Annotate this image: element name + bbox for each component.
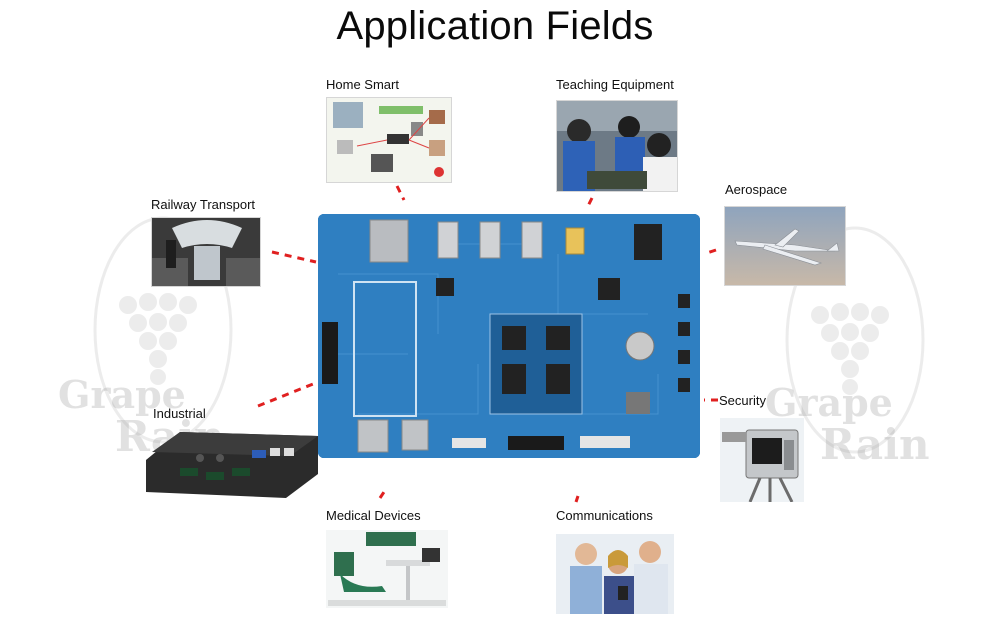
connector-teaching (586, 197, 594, 207)
photo-security (720, 418, 804, 502)
business-people-icon (556, 534, 674, 614)
smart-home-diagram-icon (327, 98, 451, 182)
watermark-text: Grape (765, 380, 893, 425)
connector-communications (574, 495, 580, 503)
photo-aerospace (724, 206, 846, 286)
connector-aerospace (703, 248, 717, 256)
circuit-board-illustration (318, 214, 700, 458)
label-aerospace: Aerospace (725, 182, 788, 197)
watermark-text: Rain (820, 420, 930, 469)
connector-railway (271, 250, 317, 264)
connector-industrial (257, 380, 319, 408)
connector-home-smart (395, 185, 406, 201)
watermark-text: Grape (58, 372, 186, 417)
photo-industrial (140, 428, 320, 500)
train-interior-icon (152, 218, 260, 286)
label-home-smart: Home Smart (326, 77, 399, 92)
label-railway-transport: Railway Transport (151, 197, 256, 212)
industrial-pc-icon (146, 432, 318, 498)
connector-medical (378, 491, 386, 499)
development-board-image (318, 214, 700, 458)
page-title: Application Fields (336, 4, 654, 48)
photo-teaching-equipment (556, 100, 678, 192)
photo-communications (556, 534, 674, 614)
label-teaching-equipment: Teaching Equipment (556, 77, 674, 92)
label-industrial: Industrial (153, 406, 206, 421)
security-camera-icon (720, 418, 804, 502)
classroom-photo-icon (557, 101, 677, 191)
label-communications: Communications (556, 508, 653, 523)
label-medical-devices: Medical Devices (326, 508, 421, 523)
photo-home-smart (326, 97, 452, 183)
dental-equipment-icon (326, 530, 448, 608)
photo-railway-transport (151, 217, 261, 287)
label-security: Security (719, 393, 766, 408)
photo-medical-devices (326, 530, 448, 608)
drone-photo-icon (725, 207, 845, 285)
